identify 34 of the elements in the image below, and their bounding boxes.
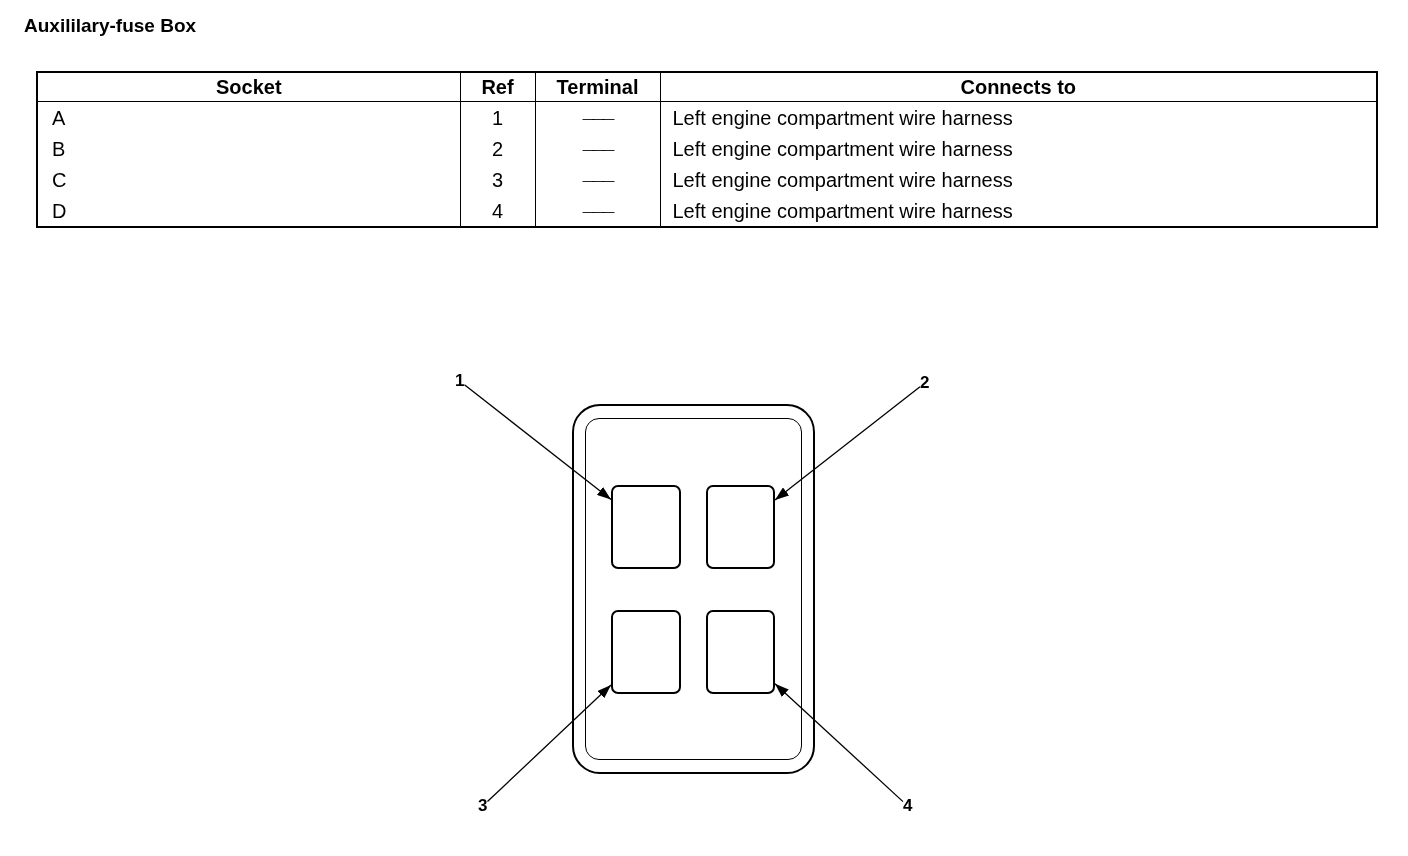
socket-cavity <box>611 610 681 694</box>
socket-letter: C <box>52 168 67 191</box>
column-header: Socket <box>215 75 282 98</box>
socket-cavity <box>706 485 775 569</box>
diagram-title: Auxililary-fuse Box <box>24 15 197 37</box>
connection-text: Left engine compartment wire harness <box>672 137 1013 160</box>
terminal-dash: ——— <box>582 174 613 188</box>
leader-line <box>463 384 612 501</box>
ref-number: 1 <box>491 106 504 129</box>
connection-text: Left engine compartment wire harness <box>672 168 1013 191</box>
leader-line <box>486 684 612 803</box>
socket-letter: B <box>52 137 66 160</box>
connection-text: Left engine compartment wire harness <box>672 199 1013 222</box>
callout-number: 3 <box>478 796 488 816</box>
socket-cavity <box>611 485 681 569</box>
terminal-dash: ——— <box>582 112 613 126</box>
column-header: Terminal <box>556 75 639 98</box>
leader-line <box>774 386 921 501</box>
socket-letter: D <box>52 199 67 222</box>
terminal-dash: ——— <box>582 205 613 219</box>
terminal-dash: ——— <box>582 143 613 157</box>
column-header: Ref <box>481 75 514 98</box>
ref-number: 4 <box>491 199 504 222</box>
socket-cavity <box>706 610 775 694</box>
socket-letter: A <box>52 106 66 129</box>
column-header: Connects to <box>960 75 1077 98</box>
callout-number: 4 <box>903 796 913 816</box>
connection-text: Left engine compartment wire harness <box>672 106 1013 129</box>
leader-line <box>774 683 904 803</box>
callout-number: 2 <box>920 373 930 393</box>
fuse-box-housing <box>572 404 815 774</box>
callout-number: 1 <box>455 371 465 391</box>
ref-number: 2 <box>491 137 504 160</box>
ref-number: 3 <box>491 168 504 191</box>
